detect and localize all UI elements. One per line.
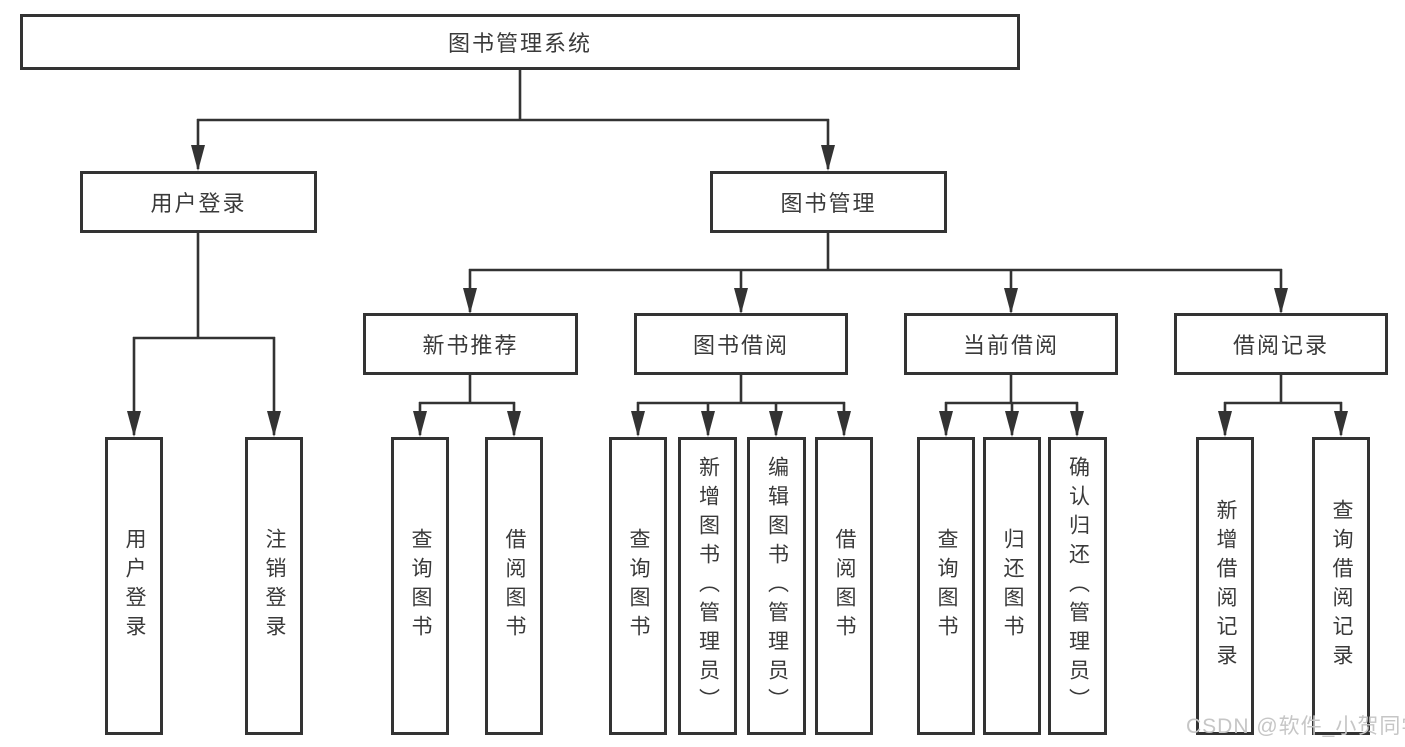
leaf-return-books: 归还图书 bbox=[983, 437, 1041, 735]
leaf-label: 用户登录 bbox=[123, 528, 146, 644]
leaf-borrow-books-2: 借阅图书 bbox=[815, 437, 873, 735]
leaf-label: 新增图书（管理员） bbox=[696, 455, 720, 717]
leaf-label: 归还图书 bbox=[1001, 528, 1024, 644]
node-label: 借阅记录 bbox=[1232, 333, 1329, 358]
leaf-label: 借阅图书 bbox=[833, 528, 856, 644]
node-label: 图书管理 bbox=[780, 191, 877, 216]
leaf-label: 查询图书 bbox=[935, 528, 958, 644]
leaf-label: 新增借阅记录 bbox=[1214, 499, 1237, 673]
leaf-label: 查询图书 bbox=[409, 528, 432, 644]
node-label: 图书借阅 bbox=[692, 333, 789, 358]
leaf-query-books-1: 查询图书 bbox=[391, 437, 449, 735]
node-current-borrowing: 当前借阅 bbox=[904, 313, 1118, 375]
leaf-query-books-3: 查询图书 bbox=[917, 437, 975, 735]
leaf-add-books-admin: 新增图书（管理员） bbox=[678, 437, 737, 735]
node-label: 用户登录 bbox=[150, 191, 247, 216]
node-borrowing-records: 借阅记录 bbox=[1174, 313, 1388, 375]
leaf-label: 确认归还（管理员） bbox=[1066, 455, 1090, 717]
leaf-borrow-books-1: 借阅图书 bbox=[485, 437, 543, 735]
node-book-management: 图书管理 bbox=[710, 171, 947, 233]
leaf-query-borrow-record: 查询借阅记录 bbox=[1312, 437, 1370, 735]
leaf-confirm-return-admin: 确认归还（管理员） bbox=[1048, 437, 1107, 735]
node-library-management-system: 图书管理系统 bbox=[20, 14, 1020, 70]
node-label: 新书推荐 bbox=[422, 333, 519, 358]
leaf-label: 借阅图书 bbox=[503, 528, 526, 644]
leaf-label: 查询图书 bbox=[627, 528, 650, 644]
leaf-add-borrow-record: 新增借阅记录 bbox=[1196, 437, 1254, 735]
leaf-label: 注销登录 bbox=[263, 528, 286, 644]
leaf-logout: 注销登录 bbox=[245, 437, 303, 735]
node-label: 当前借阅 bbox=[962, 333, 1059, 358]
node-book-borrowing: 图书借阅 bbox=[634, 313, 848, 375]
leaf-label: 查询借阅记录 bbox=[1330, 499, 1353, 673]
leaf-query-books-2: 查询图书 bbox=[609, 437, 667, 735]
node-user-login: 用户登录 bbox=[80, 171, 317, 233]
node-new-book-recommendation: 新书推荐 bbox=[363, 313, 578, 375]
leaf-label: 编辑图书（管理员） bbox=[765, 455, 789, 717]
watermark-text: CSDN @软件_小贺同学 bbox=[1186, 715, 1405, 738]
leaf-user-login: 用户登录 bbox=[105, 437, 163, 735]
leaf-edit-books-admin: 编辑图书（管理员） bbox=[747, 437, 806, 735]
node-label: 图书管理系统 bbox=[447, 31, 592, 56]
